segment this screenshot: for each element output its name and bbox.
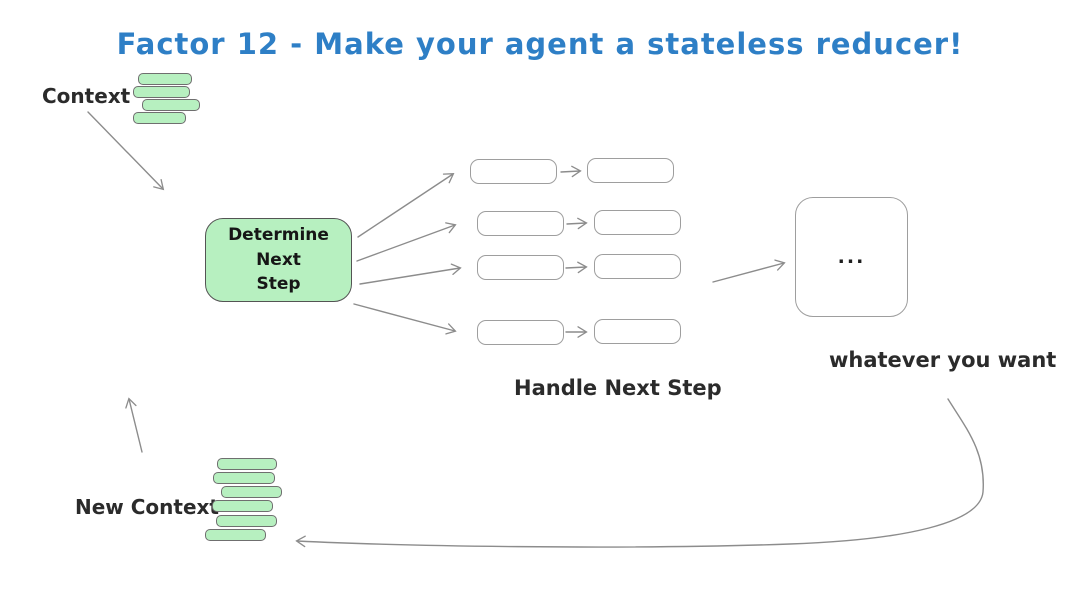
arrow-to-output-box — [712, 259, 786, 283]
new-context-stack-bar — [221, 486, 282, 498]
handler-step-box — [477, 211, 564, 236]
arrow-row2-pair — [566, 217, 588, 230]
determine-box-line: Determine — [228, 225, 329, 246]
handle-next-step-label: Handle Next Step — [514, 376, 722, 400]
context-stack — [133, 73, 203, 125]
ellipsis-text: ... — [837, 246, 866, 268]
arrow-determine-to-row2 — [356, 222, 457, 262]
handler-result-box — [594, 319, 681, 344]
handler-result-box — [594, 210, 681, 235]
context-stack-bar — [133, 112, 186, 124]
context-stack-bar — [142, 99, 200, 111]
new-context-stack-bar — [216, 515, 277, 527]
handler-step-box — [477, 255, 564, 280]
context-label: Context — [42, 84, 131, 108]
arrow-determine-to-row3 — [359, 263, 462, 285]
new-context-stack-bar — [217, 458, 277, 470]
new-context-stack-bar — [212, 500, 273, 512]
arrow-determine-to-row4 — [353, 303, 457, 335]
handler-result-box — [587, 158, 674, 183]
determine-next-step-box: Determine Next Step — [205, 218, 352, 302]
whatever-you-want-label: whatever you want — [829, 348, 1057, 372]
new-context-stack — [205, 458, 285, 542]
arrow-return-to-new-context — [295, 398, 984, 548]
arrow-new-context-to-context — [125, 397, 143, 453]
handler-step-box — [470, 159, 557, 184]
new-context-stack-bar — [205, 529, 266, 541]
new-context-label: New Context — [75, 495, 219, 519]
output-box: ... — [795, 197, 908, 317]
arrow-row1-pair — [560, 165, 582, 178]
handler-result-box — [594, 254, 681, 279]
context-stack-bar — [138, 73, 192, 85]
determine-box-line: Step — [256, 274, 301, 295]
determine-box-line: Next — [256, 249, 301, 270]
diagram-title: Factor 12 - Make your agent a stateless … — [116, 27, 964, 61]
new-context-stack-bar — [213, 472, 275, 484]
context-stack-bar — [133, 86, 190, 98]
arrow-context-to-determine — [87, 111, 165, 191]
arrow-row3-pair — [565, 261, 588, 274]
handler-step-box — [477, 320, 564, 345]
arrow-determine-to-row1 — [357, 173, 455, 238]
